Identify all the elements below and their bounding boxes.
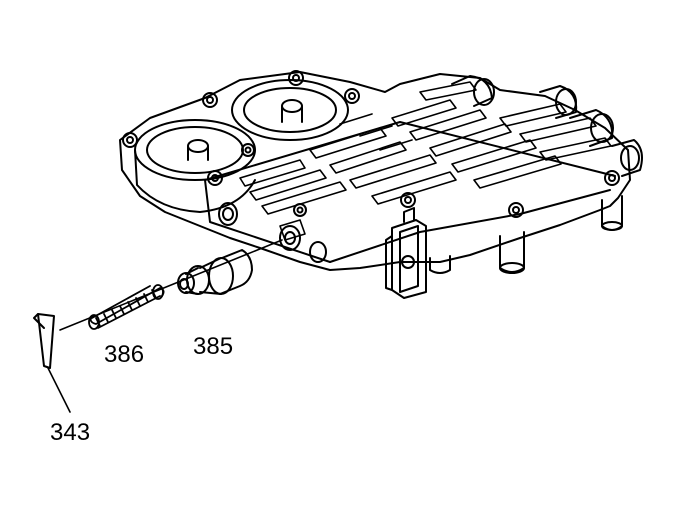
accumulator-bore-left (134, 119, 256, 213)
bracket (385, 207, 427, 299)
valve-bores-front (218, 202, 327, 263)
fluid-channels (239, 81, 612, 241)
spring-386 (88, 284, 165, 330)
casting-outline (119, 71, 631, 271)
callout-386: 386 (104, 341, 145, 368)
valve-385 (177, 249, 253, 295)
accumulator-bore-right (231, 79, 349, 141)
casting-front-face (204, 179, 331, 263)
solenoid-ports (451, 75, 643, 177)
leader-343 (47, 367, 71, 413)
valve-body-casting (119, 70, 643, 299)
casting-deck-edge (204, 121, 616, 181)
bolt-bosses (122, 70, 620, 218)
callout-343: 343 (50, 419, 91, 446)
casting-side-face (329, 189, 611, 263)
mounting-legs (429, 195, 623, 274)
retainer-clip-343 (33, 313, 55, 369)
callout-385: 385 (193, 333, 234, 360)
